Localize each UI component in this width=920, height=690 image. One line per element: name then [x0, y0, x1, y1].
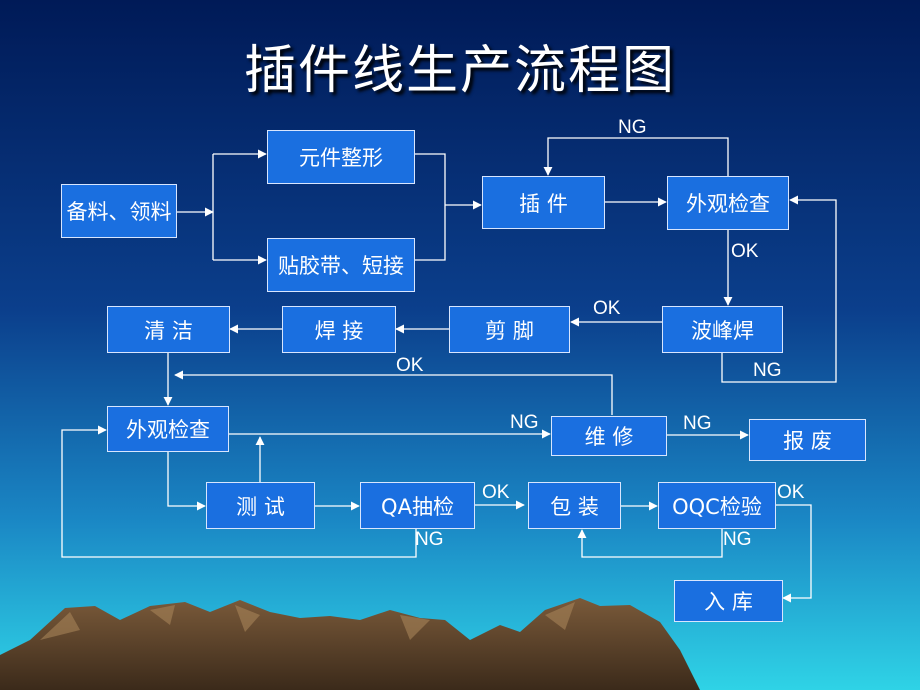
node-shape: 元件整形 — [267, 130, 415, 184]
node-inspect1: 外观检查 — [667, 176, 789, 230]
node-weld: 焊 接 — [282, 306, 396, 353]
node-tape: 贴胶带、短接 — [267, 238, 415, 292]
label-ng-oqc: NG — [723, 529, 752, 550]
node-repair: 维 修 — [551, 416, 667, 456]
label-ok-repair: OK — [396, 355, 424, 376]
label-ng-qa: NG — [415, 529, 444, 550]
node-scrap: 报 废 — [749, 419, 866, 461]
node-oqc: OQC检验 — [658, 482, 776, 529]
label-ng-to-repair: NG — [510, 412, 539, 433]
node-pack: 包 装 — [528, 482, 621, 529]
label-ng-to-scrap: NG — [683, 413, 712, 434]
node-prepare: 备料、领料 — [61, 184, 177, 238]
arrow-oqc-ng — [577, 529, 723, 558]
node-store: 入 库 — [674, 580, 783, 622]
node-clean: 清 洁 — [107, 306, 230, 353]
node-wave: 波峰焊 — [662, 306, 783, 353]
label-ok-wave: OK — [593, 298, 621, 319]
label-ok-qa: OK — [482, 482, 510, 503]
arrow-repair-ok — [174, 370, 613, 415]
arrow-shape-merge — [415, 153, 446, 261]
node-trim: 剪 脚 — [449, 306, 570, 353]
label-ng-wave: NG — [753, 360, 782, 381]
label-ok-inspect1: OK — [731, 241, 759, 262]
label-ok-oqc: OK — [777, 482, 805, 503]
arrow-oqc-store — [776, 504, 812, 603]
node-qa: QA抽检 — [360, 482, 475, 529]
node-insert: 插 件 — [482, 176, 605, 229]
node-test: 测 试 — [206, 482, 315, 529]
mountain-range — [0, 598, 700, 690]
arrow-wave-ng — [721, 195, 837, 383]
page-title: 插件线生产流程图 — [243, 41, 676, 101]
label-ng-insert: NG — [618, 117, 647, 138]
node-inspect2: 外观检查 — [107, 406, 229, 452]
arrow-inspect2-test — [167, 452, 206, 511]
arrow-ng-loop-insert — [543, 137, 729, 176]
arrow-qa-ng — [61, 425, 417, 558]
